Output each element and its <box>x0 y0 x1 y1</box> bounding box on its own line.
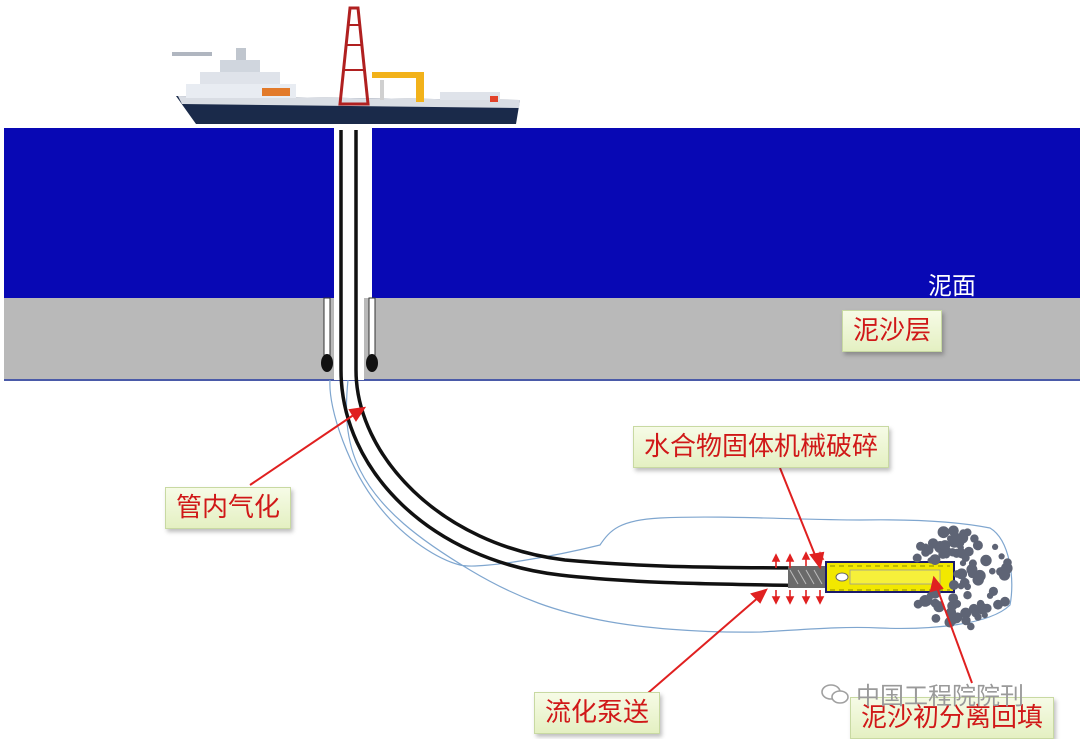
sediment-particle <box>963 591 972 600</box>
tool-dashes <box>830 565 950 591</box>
sediment-particle <box>916 541 925 551</box>
sediment-particle <box>927 557 934 564</box>
sediment-particle <box>964 616 971 624</box>
sediment-particle <box>981 612 988 619</box>
backfill-particles <box>912 525 1013 631</box>
sediment-particle <box>980 554 992 567</box>
sea-water <box>4 128 1080 298</box>
sediment-particle <box>988 586 999 597</box>
watermark-text: 中国工程院院刊 <box>856 682 1024 710</box>
drilling-ship-icon <box>172 6 520 124</box>
sediment-particle <box>945 607 957 618</box>
sediment-particle <box>948 548 957 557</box>
sediment-particle <box>927 538 939 549</box>
sediment-particle <box>912 553 922 563</box>
wechat-icon <box>821 683 849 704</box>
sediment-particle <box>950 532 962 545</box>
casing-right <box>368 297 376 361</box>
tool-port <box>835 572 849 582</box>
fluidized-pumping-label: 流化泵送 <box>534 692 661 734</box>
separation-tool-core <box>849 569 941 585</box>
sediment-particle <box>974 575 982 583</box>
sediment-particle <box>982 603 992 613</box>
sediment-particle <box>964 546 974 557</box>
sediment-particle <box>938 549 948 559</box>
sediment-layer-label: 泥沙层 <box>842 310 943 352</box>
sediment-particle <box>959 577 970 588</box>
sediment-particle <box>998 569 1011 581</box>
sediment-particle <box>960 607 972 619</box>
seafloor-label: 泥面 <box>928 272 976 300</box>
sediment-particle <box>968 559 977 568</box>
crushing-head-texture <box>789 569 823 585</box>
sediment-particle <box>998 553 1005 560</box>
sediment-particle <box>968 603 980 615</box>
borehole-gap <box>334 298 364 380</box>
casing-left <box>323 297 331 361</box>
sediment-particle <box>953 570 961 578</box>
sediment-particle <box>953 599 962 608</box>
sediment-particle <box>992 543 999 551</box>
gasification-label: 管内气化 <box>165 487 292 529</box>
jet-arrows <box>771 551 825 605</box>
sediment-particle <box>919 595 932 607</box>
sediment-particle <box>931 614 941 623</box>
drill-pipe-outer <box>339 130 831 588</box>
sediment-particle <box>967 622 975 631</box>
sediment-particle <box>972 540 983 551</box>
sediment-particle <box>937 526 950 539</box>
sediment-particle <box>989 567 996 575</box>
casing-shoe-right <box>366 354 378 372</box>
casing-shoe-left <box>321 354 333 372</box>
sediment-particle <box>948 580 959 590</box>
mechanical-crushing-label: 水合物固体机械破碎 <box>633 426 890 468</box>
sediment-particle <box>959 529 968 538</box>
sediment-particle <box>1000 596 1010 607</box>
callout-arrows <box>249 406 973 694</box>
sediment-particle <box>930 598 940 608</box>
drill-pipe-inner <box>354 130 831 570</box>
watermark: 中国工程院院刊 <box>820 676 1024 711</box>
